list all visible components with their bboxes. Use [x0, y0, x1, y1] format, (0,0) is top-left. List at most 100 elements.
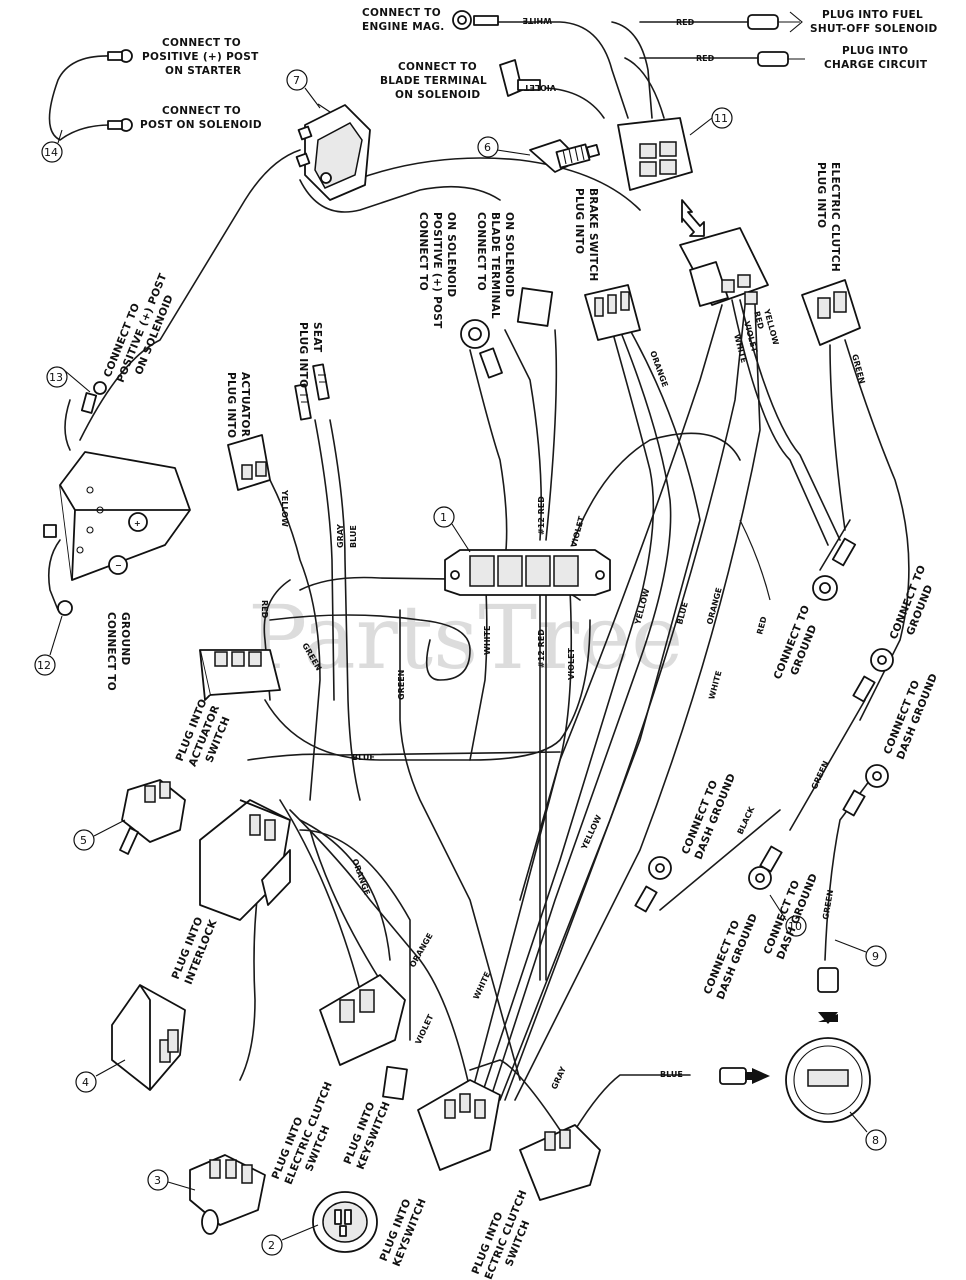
mating-arrow [681, 199, 705, 237]
label-ground-right: CONNECT TO GROUND [888, 563, 936, 641]
svg-text:VIOLET: VIOLET [569, 515, 586, 549]
svg-text:CONNECT TO: CONNECT TO [398, 61, 477, 73]
fuel-solenoid-plug [747, 11, 803, 33]
svg-text:WHITE: WHITE [707, 670, 723, 701]
label-actuator: PLUG INTO ACTUATOR [225, 372, 251, 438]
label-clutch-switch-right: PLUG INTO ECTRIC CLUTCH SWITCH [470, 1188, 533, 1280]
svg-text:1: 1 [440, 511, 447, 524]
label-positive-post-left: CONNECT TO POSITIVE (+) POST ON SOLENOID [102, 271, 176, 384]
svg-text:PLUG INTO FUEL: PLUG INTO FUEL [822, 9, 923, 21]
svg-text:SHUT-OFF SOLENOID: SHUT-OFF SOLENOID [810, 23, 938, 35]
svg-text:#12 RED: #12 RED [537, 496, 546, 535]
engine-mag-terminal [452, 10, 499, 30]
battery-cable-13 [80, 381, 107, 414]
label-ground-mid: CONNECT TO GROUND [772, 603, 820, 681]
callout-14: 14 [41, 141, 63, 163]
connector-11 [617, 117, 693, 191]
svg-text:4: 4 [82, 1076, 89, 1089]
svg-text:GREEN: GREEN [810, 760, 831, 791]
label-keyswitch-b: PLUG INTO KEYSWITCH [378, 1197, 429, 1269]
svg-text:14: 14 [44, 146, 58, 159]
svg-text:ORANGE: ORANGE [705, 587, 724, 626]
label-starter-post: CONNECT TO POSITIVE (+) POST ON STARTER [142, 37, 259, 77]
svg-text:RED: RED [755, 615, 769, 635]
svg-text:CONNECT TO: CONNECT TO [475, 212, 487, 291]
svg-text:GRAY: GRAY [550, 1065, 568, 1091]
svg-text:BLADE TERMINAL: BLADE TERMINAL [380, 75, 487, 87]
label-clutch-switch-left: PLUG INTO ELECTRIC CLUTCH SWITCH [270, 1080, 335, 1186]
label-blade-terminal-rot: CONNECT TO BLADE TERMINAL ON SOLENOID [475, 212, 515, 319]
clutch-switch-plug-left [319, 974, 406, 1066]
label-brake-switch: PLUG INTO BRAKE SWITCH [573, 188, 599, 282]
svg-text:WHITE: WHITE [472, 970, 493, 1000]
svg-text:PLUG INTO: PLUG INTO [297, 322, 309, 388]
svg-text:6: 6 [484, 141, 491, 154]
svg-text:10: 10 [788, 920, 802, 933]
battery: + − [43, 451, 191, 581]
label-solenoid-post: CONNECT TO POST ON SOLENOID [140, 105, 262, 131]
svg-text:CONNECT TO: CONNECT TO [362, 7, 441, 19]
clutch-switch-plug-right [519, 1124, 601, 1201]
label-dash-ground-d: CONNECT TO DASH GROUND [702, 912, 761, 1002]
ground-terminal-12 [57, 600, 73, 616]
svg-text:BLUE: BLUE [349, 525, 358, 548]
svg-text:BRAKE SWITCH: BRAKE SWITCH [587, 188, 599, 282]
blade-terminal-mid [516, 287, 554, 327]
svg-text:GREEN: GREEN [397, 670, 406, 700]
keyswitch-2 [312, 1191, 378, 1253]
svg-text:8: 8 [872, 1134, 879, 1147]
interlock-plug [199, 799, 291, 921]
ground-plug-9 [817, 967, 839, 993]
label-blade-terminal-top: CONNECT TO BLADE TERMINAL ON SOLENOID [380, 61, 487, 101]
svg-text:ELECTRIC CLUTCH: ELECTRIC CLUTCH [829, 162, 841, 272]
svg-text:GREEN: GREEN [850, 353, 867, 385]
callouts: 1 2 3 4 5 6 7 8 9 10 11 12 13 14 [34, 69, 887, 1256]
svg-text:POST ON SOLENOID: POST ON SOLENOID [140, 119, 262, 131]
svg-text:GRAY: GRAY [336, 524, 345, 548]
seat-plugs [294, 363, 330, 421]
label-seat: PLUG INTO SEAT [297, 322, 323, 388]
brake-switch-plug [584, 284, 641, 341]
svg-text:CONNECT TO: CONNECT TO [162, 105, 241, 117]
svg-text:ON STARTER: ON STARTER [165, 65, 241, 77]
svg-text:PLUG INTO: PLUG INTO [842, 45, 908, 57]
blade-terminal-connector [499, 59, 541, 97]
svg-text:5: 5 [80, 834, 87, 847]
label-interlock: PLUG INTO INTERLOCK [170, 915, 220, 986]
svg-text:GREEN: GREEN [821, 889, 835, 920]
svg-text:WHITE: WHITE [523, 16, 552, 25]
svg-text:RED: RED [676, 18, 695, 27]
svg-text:BLUE: BLUE [660, 1070, 683, 1079]
label-dash-ground-b: CONNECT TO DASH GROUND [680, 772, 739, 862]
svg-text:7: 7 [293, 74, 300, 87]
callout-1: 1 [433, 506, 455, 528]
electric-clutch-plug [801, 279, 861, 346]
callout-10: 10 [785, 915, 807, 937]
label-positive-post-rot: CONNECT TO POSITIVE (+) POST ON SOLENOID [417, 212, 457, 329]
svg-text:+: + [134, 519, 141, 528]
harness-connector-main [679, 227, 769, 307]
charge-circuit-plug [757, 51, 805, 67]
svg-text:SEAT: SEAT [311, 322, 323, 353]
svg-text:12: 12 [37, 659, 51, 672]
callout-12: 12 [34, 654, 56, 676]
label-ground-left: CONNECT TO GROUND [105, 612, 131, 691]
svg-text:9: 9 [872, 950, 879, 963]
svg-text:ENGINE MAG.: ENGINE MAG. [362, 21, 445, 33]
actuator-plug [227, 434, 271, 491]
svg-text:BLUE: BLUE [352, 753, 375, 762]
svg-text:ON SOLENOID: ON SOLENOID [395, 89, 480, 101]
svg-text:CHARGE CIRCUIT: CHARGE CIRCUIT [824, 59, 928, 71]
svg-text:WHITE: WHITE [483, 626, 492, 655]
svg-text:CONNECT TO: CONNECT TO [417, 212, 429, 291]
callout-3: 3 [147, 1169, 169, 1191]
solenoid-7 [295, 103, 371, 201]
svg-text:3: 3 [154, 1174, 161, 1187]
interlock-switch-4 [111, 984, 186, 1091]
callout-8: 8 [865, 1129, 887, 1151]
svg-text:ON SOLENOID: ON SOLENOID [503, 212, 515, 297]
svg-text:11: 11 [714, 112, 728, 125]
svg-text:RED: RED [260, 600, 269, 619]
callout-6: 6 [477, 136, 499, 158]
